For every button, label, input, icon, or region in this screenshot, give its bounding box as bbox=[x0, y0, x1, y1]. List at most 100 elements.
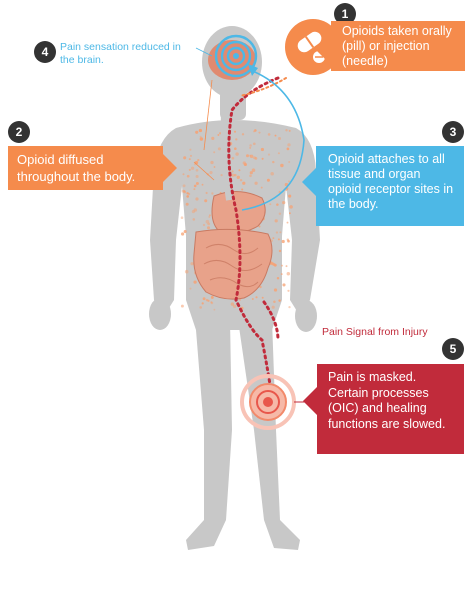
diffusion-dot bbox=[275, 231, 279, 234]
step-3-pointer bbox=[302, 168, 316, 196]
diffusion-dot bbox=[276, 276, 280, 280]
diffusion-dot bbox=[249, 144, 252, 147]
diffusion-dot bbox=[287, 289, 290, 292]
diffusion-dot bbox=[208, 214, 211, 217]
diffusion-dot bbox=[207, 222, 211, 226]
diffusion-dot bbox=[278, 299, 281, 302]
diffusion-dot bbox=[272, 237, 275, 240]
diffusion-dot bbox=[213, 166, 216, 168]
diffusion-dot bbox=[287, 143, 291, 147]
diffusion-dot bbox=[210, 301, 214, 305]
diffusion-dot bbox=[180, 304, 184, 308]
diffusion-dot bbox=[195, 174, 199, 179]
step-5-pointer bbox=[303, 387, 317, 415]
step-1-callout: Opioids taken orally (pill) or injection… bbox=[331, 21, 465, 71]
diffusion-dot bbox=[189, 154, 193, 157]
diffusion-dot bbox=[260, 147, 264, 152]
diffusion-dot bbox=[285, 129, 288, 132]
diffusion-dot bbox=[234, 173, 237, 177]
diffusion-dot bbox=[241, 133, 245, 136]
step-2-pointer bbox=[163, 154, 177, 182]
diffusion-dot bbox=[206, 226, 211, 230]
diffusion-dot bbox=[189, 287, 192, 290]
diffusion-dot bbox=[280, 163, 284, 168]
diffusion-dot bbox=[211, 136, 215, 140]
diffusion-dot bbox=[183, 156, 187, 160]
diffusion-dot bbox=[193, 208, 198, 212]
diffusion-dot bbox=[258, 225, 261, 228]
diffusion-dot bbox=[192, 218, 196, 221]
diffusion-dot bbox=[282, 283, 286, 287]
step-1-badge: 1 bbox=[334, 3, 356, 25]
diffusion-dot bbox=[249, 174, 252, 178]
diffusion-dot bbox=[220, 173, 223, 177]
diffusion-dot bbox=[195, 182, 199, 185]
diffusion-dot bbox=[231, 170, 234, 173]
step-3-callout: Opioid attaches to all tissue and organ … bbox=[316, 146, 464, 226]
diffusion-dot bbox=[243, 162, 247, 167]
diffusion-dot bbox=[278, 249, 282, 253]
diffusion-dot bbox=[252, 142, 256, 146]
diffusion-dot bbox=[188, 168, 191, 171]
diffusion-dot bbox=[235, 152, 239, 156]
diffusion-dot bbox=[278, 137, 281, 140]
diffusion-dot bbox=[205, 191, 208, 195]
diffusion-dot bbox=[251, 298, 254, 300]
diffusion-dot bbox=[288, 194, 292, 198]
diffusion-dot bbox=[184, 269, 189, 274]
brain-signal-icon bbox=[208, 34, 258, 80]
step-3-badge: 3 bbox=[442, 121, 464, 143]
diffusion-dot bbox=[254, 181, 258, 185]
diffusion-dot bbox=[273, 288, 278, 292]
diffusion-dot bbox=[288, 212, 291, 215]
diffusion-dot bbox=[180, 216, 184, 220]
diffusion-dot bbox=[217, 147, 221, 151]
diffusion-dot bbox=[186, 195, 190, 198]
diffusion-dot bbox=[191, 210, 195, 214]
diffusion-dot bbox=[183, 190, 186, 193]
diffusion-dot bbox=[213, 308, 216, 311]
diffusion-dot bbox=[286, 221, 289, 224]
diffusion-dot bbox=[261, 296, 264, 299]
step-2-badge: 2 bbox=[8, 121, 30, 143]
diffusion-dot bbox=[249, 171, 253, 175]
diffusion-dot bbox=[286, 272, 291, 276]
diffusion-dot bbox=[195, 168, 199, 172]
diffusion-dot bbox=[195, 130, 199, 134]
diffusion-dot bbox=[193, 280, 197, 284]
diffusion-dot bbox=[209, 171, 213, 175]
diffusion-dot bbox=[288, 180, 290, 183]
diffusion-dot bbox=[274, 134, 277, 137]
diffusion-dot bbox=[272, 262, 276, 267]
injury-signal-icon bbox=[240, 374, 296, 430]
diffusion-dot bbox=[260, 186, 263, 189]
diffusion-dot bbox=[199, 306, 202, 309]
diffusion-dot bbox=[279, 231, 282, 234]
diffusion-dot bbox=[181, 232, 185, 236]
diffusion-dot bbox=[188, 158, 191, 161]
diffusion-dot bbox=[287, 239, 290, 243]
diffusion-dot bbox=[231, 156, 235, 160]
diffusion-dot bbox=[232, 304, 237, 309]
diffusion-dot bbox=[252, 156, 257, 160]
diffusion-dot bbox=[186, 174, 190, 178]
diffusion-dot bbox=[202, 297, 206, 301]
diffusion-dot bbox=[267, 133, 271, 136]
diffusion-dot bbox=[193, 188, 196, 191]
diffusion-dot bbox=[190, 262, 194, 266]
step-4-label: Pain sensation reduced in the brain. bbox=[60, 41, 181, 66]
diffusion-dot bbox=[266, 178, 270, 182]
diffusion-dot bbox=[288, 160, 291, 164]
diffusion-dot bbox=[288, 129, 291, 132]
diffusion-dot bbox=[241, 188, 244, 191]
diffusion-dot bbox=[269, 203, 272, 206]
diffusion-dot bbox=[193, 184, 197, 188]
diffusion-dot bbox=[233, 147, 237, 151]
diffusion-dot bbox=[280, 264, 284, 267]
diffusion-dot bbox=[255, 296, 258, 299]
diffusion-dot bbox=[253, 129, 257, 132]
diffusion-dot bbox=[249, 146, 252, 149]
diffusion-dot bbox=[259, 285, 262, 289]
